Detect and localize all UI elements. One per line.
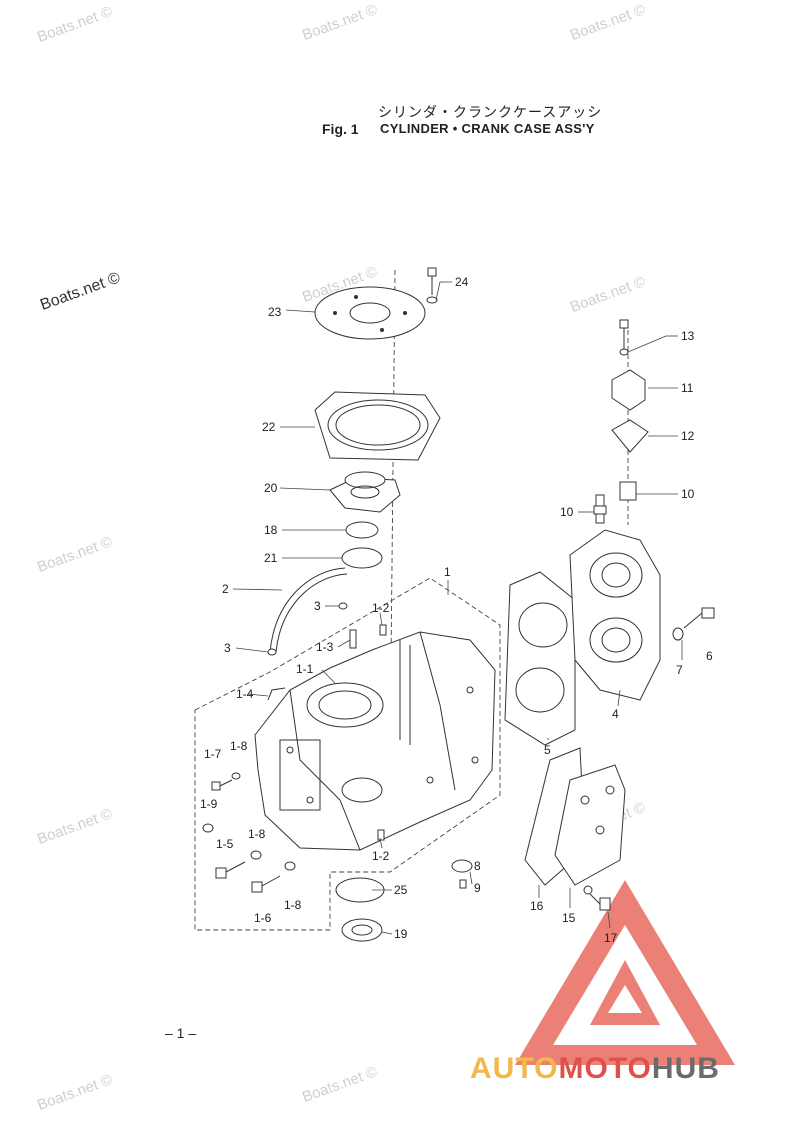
part-21-o-ring	[341, 547, 383, 569]
part-7-washer	[672, 627, 684, 641]
callout-2: 2	[222, 582, 229, 596]
callout-1-2-top: 1-2	[372, 601, 390, 615]
part-1-8-washer	[231, 772, 241, 780]
part-3-clamp	[338, 602, 348, 610]
part-12-cover	[611, 369, 646, 411]
part-1-crank-case	[254, 631, 496, 851]
part-14-bolt	[619, 319, 629, 356]
callout-1-6: 1-6	[254, 911, 272, 925]
part-1-4-elbow	[267, 687, 286, 701]
callout-1-8-mid: 1-8	[248, 827, 266, 841]
callout-6: 6	[706, 649, 713, 663]
part-11-thermostat	[619, 481, 637, 501]
part-1-2-dowel	[379, 624, 387, 636]
title-japanese: シリンダ・クランクケースアッシ	[378, 104, 603, 120]
callout-24: 24	[455, 275, 469, 289]
assembly-boundary	[194, 577, 501, 931]
callout-21: 21	[264, 551, 278, 565]
callout-12: 11	[681, 381, 694, 395]
part-1-8-washer	[250, 850, 262, 860]
callout-10: 10	[560, 505, 574, 519]
callout-1-1: 1-1	[296, 662, 314, 676]
part-20-bearing-housing	[329, 471, 401, 513]
part-13-gasket	[611, 419, 649, 453]
part-1-5-bolt	[215, 861, 246, 879]
callout-17: 17	[604, 931, 618, 945]
part-1-2-dowel	[377, 829, 385, 841]
part-23-cover-plate	[314, 286, 426, 340]
callout-23: 23	[268, 305, 282, 319]
part-4-cylinder-head	[569, 529, 661, 701]
callout-1-8-top: 1-8	[230, 739, 248, 753]
part-1-9-plug	[202, 823, 214, 833]
part-1-6-bolt	[251, 875, 281, 893]
part-3-clamp	[267, 648, 277, 656]
callout-1-2-bottom: 1-2	[372, 849, 390, 863]
callout-5: 5	[544, 743, 551, 757]
part-8-grommet	[451, 859, 473, 873]
callout-1: 1	[444, 565, 451, 579]
figure-title: CYLINDER • CRANK CASE ASS'Y	[380, 121, 595, 136]
part-1-3-fitting	[349, 629, 357, 649]
callout-1-3: 1-3	[316, 640, 334, 654]
part-2-hose	[269, 567, 346, 653]
part-1-8-washer	[284, 861, 296, 871]
part-15-cover	[554, 764, 626, 886]
callout-8: 8	[474, 859, 481, 873]
callout-14: 13	[681, 329, 695, 343]
callout-20: 20	[264, 481, 278, 495]
callout-labels: 23 24 22 20 18 21 2 3 3 1 1-1 1-2 1-3 1-…	[200, 275, 713, 945]
callout-1-7: 1-7	[204, 747, 222, 761]
part-1-7-bolt	[211, 779, 233, 791]
part-17-bolt	[583, 885, 611, 911]
page-number: – 1 –	[165, 1025, 197, 1041]
callout-1-4: 1-4	[236, 687, 254, 701]
callout-18: 18	[264, 523, 278, 537]
callout-3: 3	[314, 599, 321, 613]
logo-part-moto: MOTO	[558, 1052, 652, 1085]
callout-25: 25	[394, 883, 408, 897]
callout-1-9: 1-9	[200, 797, 218, 811]
automotohub-logo: AUTOMOTOHUB	[470, 1052, 720, 1086]
part-24-bolt	[426, 267, 438, 304]
callout-19: 19	[394, 927, 408, 941]
callout-7: 7	[676, 663, 683, 677]
callout-9: 9	[474, 881, 481, 895]
figure-label: Fig. 1	[322, 121, 359, 137]
callout-3-lower: 3	[224, 641, 231, 655]
logo-part-hub: HUB	[651, 1052, 720, 1085]
callout-15: 15	[562, 911, 576, 925]
part-5-gasket	[504, 571, 576, 746]
part-22-gasket	[314, 391, 441, 461]
part-6-bolt	[683, 607, 715, 629]
callout-1-8-bottom: 1-8	[284, 898, 302, 912]
logo-part-auto: AUTO	[470, 1052, 559, 1085]
callout-11: 10	[681, 487, 695, 501]
logo-triangle-icon	[515, 880, 735, 1065]
callout-4: 4	[612, 707, 619, 721]
part-19-seal	[341, 918, 383, 942]
part-10-spark-plug	[593, 494, 607, 524]
leader-lines	[232, 281, 683, 935]
part-9-screw	[459, 879, 467, 889]
callout-16: 16	[530, 899, 544, 913]
callout-1-5: 1-5	[216, 837, 234, 851]
callout-13: 12	[681, 429, 695, 443]
part-18-seal	[345, 521, 379, 539]
callout-22: 22	[262, 420, 276, 434]
